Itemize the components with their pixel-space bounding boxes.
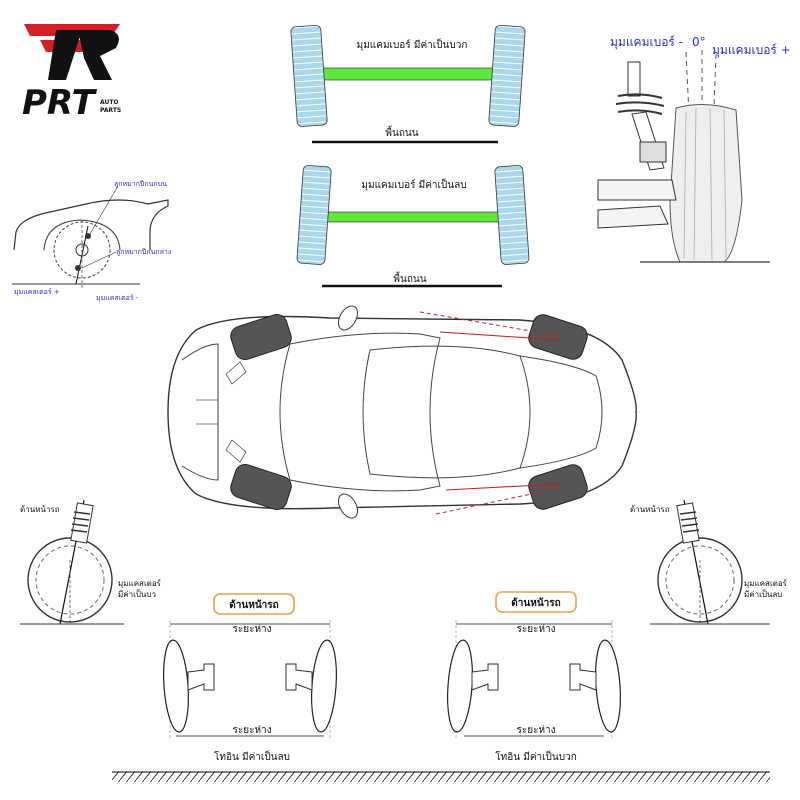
drive-shaft [597, 205, 669, 229]
spring-coils [679, 511, 700, 533]
left-mirror [338, 305, 358, 331]
toe-negative-panel: ด้านหน้ารถ ระยะห่าง ระยะห่าง โทอิน มีค่า… [163, 593, 337, 763]
road-label: พื้นถนน [393, 271, 426, 285]
tire-tread-lines [683, 107, 727, 261]
caster-left-panel: ด้านหน้ารถ มุมแคสเตอร์ มีค่าเป็นบว [20, 499, 162, 625]
ground-strip [112, 771, 770, 782]
knuckle [639, 141, 667, 163]
caster-plus-label: มุมแคสเตอร์ + [14, 288, 60, 296]
left-tire [290, 24, 328, 127]
caster-minus-label: มุมแคสเตอร์ - [96, 294, 139, 302]
car-body-outline [13, 199, 169, 251]
rear-right-tire [528, 464, 588, 510]
wheel-arch [43, 219, 121, 251]
front-label: ด้านหน้ารถ [630, 505, 670, 514]
caster-line2: มีค่าเป็นบว [118, 589, 156, 599]
right-wheel [595, 639, 621, 733]
toe-caption: โทอิน มีค่าเป็นลบ [214, 749, 290, 763]
side-view-panel: ลูกหมากปีกนกบน ลูกหมากปีกนกล่าง มุมแคสเต… [12, 180, 171, 302]
brand-logo: PRT AUTO PARTS [22, 24, 121, 123]
coil-spring [676, 502, 700, 544]
caster-line1: มุมแคสเตอร์ [118, 578, 162, 588]
camber-negative-panel: มุมแคมเบอร์ มีค่าเป็นลบ พื้นถนน [296, 165, 530, 288]
right-tire [494, 165, 530, 265]
toe-line-right-b [445, 483, 561, 491]
logo-sub-top: AUTO [100, 99, 119, 106]
wheel-inner [35, 545, 105, 615]
front-label-box [213, 593, 295, 615]
toe-caption: โทอิน มีค่าเป็นบวก [495, 749, 577, 763]
headlight-left [225, 361, 247, 385]
right-mirror [338, 493, 358, 519]
leader-upper [89, 185, 119, 235]
front-label: ด้านหน้ารถ [511, 597, 560, 609]
right-knuckle [285, 663, 313, 691]
upper-ball-joint-label: ลูกหมากปีกนกบน [114, 180, 167, 188]
camber-positive-label: มุมแคมเบอร์ มีค่าเป็นบวก [357, 37, 468, 51]
left-wheel [447, 639, 473, 733]
camber-zero-label: 0° [692, 35, 706, 49]
front-label: ด้านหน้ารถ [229, 599, 278, 611]
toe-line-right-a [435, 487, 561, 515]
windshield-hood [279, 332, 441, 492]
right-tire [488, 24, 526, 127]
lower-arm [597, 179, 677, 201]
rear-window [519, 355, 603, 469]
road-label: พื้นถนน [385, 125, 418, 139]
front-label: ด้านหน้ารถ [20, 505, 60, 514]
front-bumper-line [181, 343, 219, 481]
coil-spring [70, 502, 94, 544]
caster-line2: มีค่าเป็นลบ [744, 589, 782, 599]
coil-spring [615, 93, 665, 115]
left-knuckle [187, 663, 215, 691]
tire-body [669, 104, 743, 263]
distance-bottom-label: ระยะห่าง [232, 725, 271, 736]
spring-coils [70, 511, 91, 533]
distance-top-label: ระยะห่าง [232, 624, 271, 635]
axle-bar [325, 211, 503, 223]
wheel-inner [665, 545, 735, 615]
lower-ball-joint-dot [75, 265, 81, 271]
left-wheel [163, 639, 189, 733]
logo-letter-p [48, 30, 82, 80]
camber-negative-label: มุมแคมเบอร์ มีค่าเป็นลบ [361, 177, 466, 191]
car-top-view [167, 305, 637, 519]
front-left-tire [230, 313, 292, 361]
distance-bottom-label: ระยะห่าง [516, 725, 555, 736]
leader-lower [81, 251, 117, 269]
distance-top-label: ระยะห่าง [516, 624, 555, 635]
camber-positive-panel: มุมแคมเบอร์ มีค่าเป็นบวก พื้นถนน [290, 24, 526, 144]
strut-rod [627, 61, 641, 97]
headlight-right [225, 439, 247, 463]
camber-minus-label: มุมแคมเบอร์ - [610, 35, 683, 50]
front-right-tire [230, 463, 292, 511]
left-knuckle [471, 663, 499, 691]
rear-left-tire [528, 314, 588, 360]
camber-plus-label: มุมแคมเบอร์ + [712, 43, 791, 58]
toe-positive-panel: ด้านหน้ารถ ระยะห่าง ระยะห่าง โทอิน มีค่า… [447, 591, 621, 763]
toe-line-left-b [439, 331, 561, 341]
strut-panel: มุมแคมเบอร์ - 0° มุมแคมเบอร์ + [597, 35, 791, 263]
front-label-box [495, 591, 577, 613]
logo-brand-text: PRT [22, 83, 98, 123]
left-tire [296, 165, 332, 265]
logo-letter-r [78, 30, 119, 80]
grille-lines [196, 399, 218, 425]
toe-line-left-a [419, 311, 561, 337]
right-wheel [311, 639, 337, 733]
lower-ball-joint-label: ลูกหมากปีกนกล่าง [116, 248, 171, 256]
right-knuckle [569, 663, 597, 691]
caster-line1: มุมแคสเตอร์ [744, 578, 788, 588]
axle-bar [317, 67, 499, 81]
roof [362, 345, 531, 479]
logo-sub-bottom: PARTS [100, 107, 121, 114]
caster-right-panel: ด้านหน้ารถ มุมแคสเตอร์ มีค่าเป็นลบ [630, 499, 788, 625]
upper-ball-joint-dot [85, 233, 91, 239]
